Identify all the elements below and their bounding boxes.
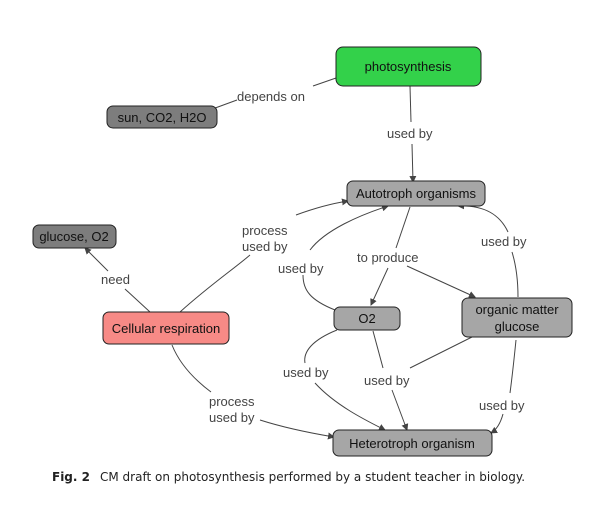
edge-organic-hetero-right-b: [490, 413, 504, 434]
node-cellular-respiration[interactable]: Cellular respiration: [102, 311, 230, 345]
node-o2-label: O2: [358, 311, 375, 326]
node-autotroph-label: Autotroph organisms: [356, 186, 476, 201]
edge-resp-hetero-b: [259, 419, 335, 440]
figure-caption-text: CM draft on photosynthesis performed by …: [100, 470, 526, 484]
edge-organic-hetero-right-a: [509, 339, 517, 394]
edge-label-process-hetero-2: used by: [209, 410, 255, 425]
edge-o2-auto-a: [302, 274, 336, 311]
edge-label-used-by-mid: used by: [364, 373, 410, 388]
edge-label-depends-on: depends on: [237, 89, 305, 104]
edge-to-produce-b: [370, 267, 389, 306]
edge-resp-auto-b: [295, 198, 349, 216]
edge-organic-auto-b: [457, 202, 509, 233]
edge-label-used-by-right: used by: [479, 398, 525, 413]
edge-o2-hetero-direct-b: [391, 389, 409, 431]
node-organic-matter-label-1: organic matter: [475, 302, 559, 317]
edge-label-used-by-photo: used by: [387, 126, 433, 141]
edge-to-produce-a: [395, 206, 411, 249]
edge-label-process-hetero-1: process: [209, 394, 255, 409]
node-heterotroph-label: Heterotroph organism: [349, 436, 475, 451]
node-resources[interactable]: sun, CO2, H2O: [106, 105, 218, 129]
figure-caption: Fig. 2 CM draft on photosynthesis perform…: [52, 470, 525, 484]
edge-photo-auto-a: [409, 85, 412, 123]
edge-label-need: need: [101, 272, 130, 287]
node-glucose-o2[interactable]: glucose, O2: [32, 224, 117, 249]
edge-resp-hetero-a: [171, 344, 212, 393]
node-organic-matter-label-2: glucose: [495, 319, 540, 334]
node-autotroph[interactable]: Autotroph organisms: [346, 180, 486, 207]
node-photosynthesis-label: photosynthesis: [365, 59, 452, 74]
edge-to-produce-c: [406, 265, 476, 298]
edge-label-used-by-o2-auto: used by: [278, 261, 324, 276]
node-organic-matter[interactable]: organic matter glucose: [461, 297, 573, 338]
edge-label-used-by-organic-auto: used by: [481, 234, 527, 249]
node-cellular-respiration-label: Cellular respiration: [112, 321, 220, 336]
concept-map: depends on used by process used by need …: [32, 46, 573, 457]
figure-caption-label: Fig. 2: [52, 470, 90, 484]
edge-need-b: [84, 247, 109, 272]
edge-label-to-produce: to produce: [357, 250, 418, 265]
edge-o2-auto-b: [309, 204, 389, 251]
edge-need-a: [124, 288, 151, 313]
edge-label-process-1: process: [242, 223, 288, 238]
edge-label-used-by-o2-hetero: used by: [283, 365, 329, 380]
node-photosynthesis[interactable]: photosynthesis: [335, 46, 482, 87]
edge-label-process-2: used by: [242, 239, 288, 254]
node-resources-label: sun, CO2, H2O: [118, 110, 207, 125]
node-heterotroph[interactable]: Heterotroph organism: [332, 429, 493, 457]
edge-organic-auto-a: [511, 251, 519, 298]
edge-o2-hetero-a: [304, 329, 338, 364]
edge-o2-hetero-b: [314, 382, 386, 431]
node-o2[interactable]: O2: [333, 306, 401, 331]
edge-photo-auto-b: [409, 143, 417, 183]
edge-resp-auto-a: [179, 254, 251, 313]
node-glucose-o2-label: glucose, O2: [39, 229, 108, 244]
edge-depends-on-a: [312, 77, 337, 87]
edge-o2-hetero-direct-a: [372, 330, 384, 369]
edge-organic-hetero-mid: [409, 336, 473, 369]
